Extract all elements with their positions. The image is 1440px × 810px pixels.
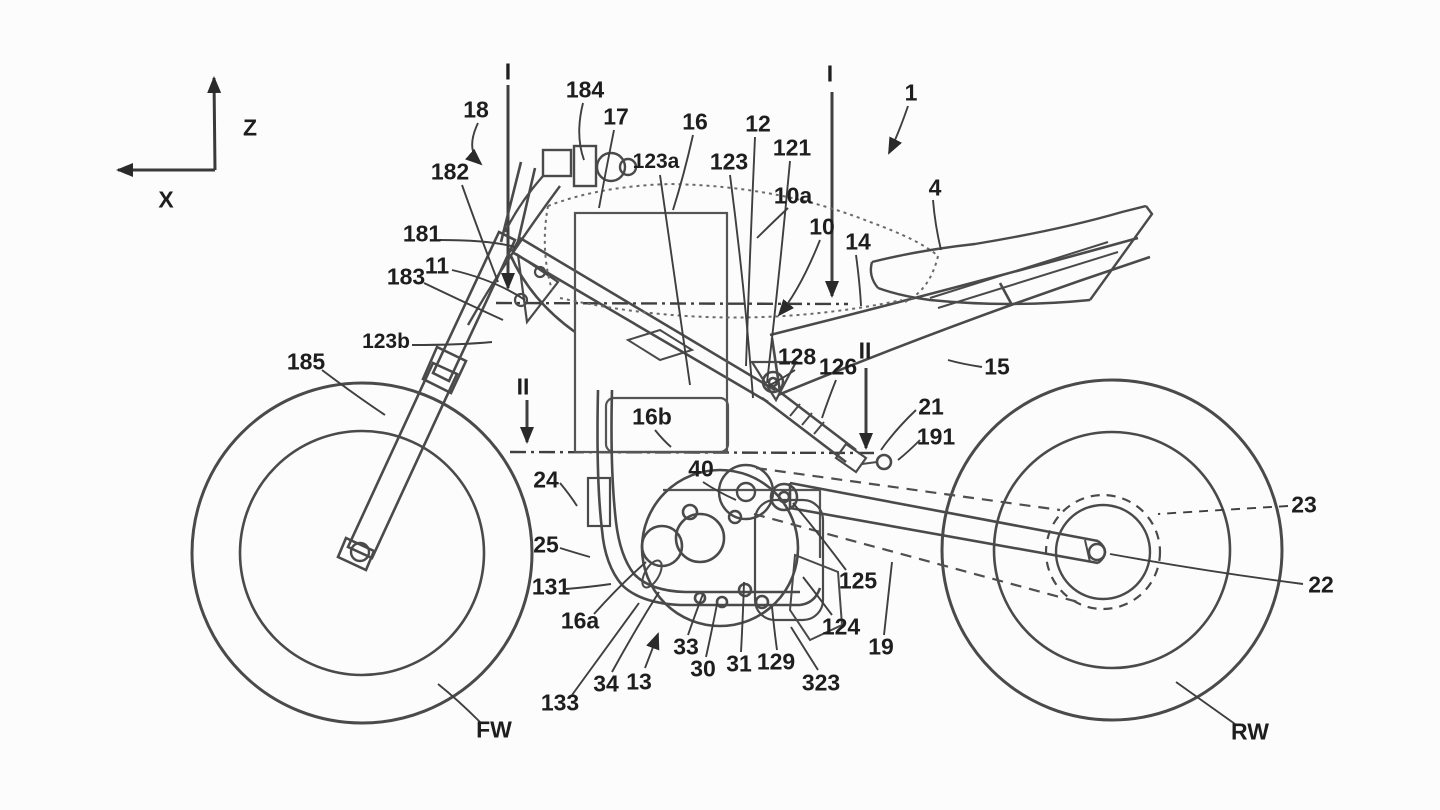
rear-wheel — [940, 378, 1284, 722]
seat-tail-cowl — [869, 204, 1154, 309]
handlebar-assembly — [466, 144, 638, 326]
fuel-tank-outline — [543, 182, 939, 319]
engine — [640, 468, 825, 628]
front-fork — [336, 161, 537, 572]
rear-shock — [750, 360, 893, 474]
section-line-I — [495, 85, 849, 306]
coordinate-axes — [116, 76, 222, 177]
section-line-II — [509, 368, 879, 455]
front-wheel — [190, 381, 534, 725]
lower-frame-rail — [586, 389, 844, 642]
main-frame — [508, 236, 1151, 404]
drive-chain — [753, 466, 1079, 604]
leader-lines — [321, 102, 1304, 725]
